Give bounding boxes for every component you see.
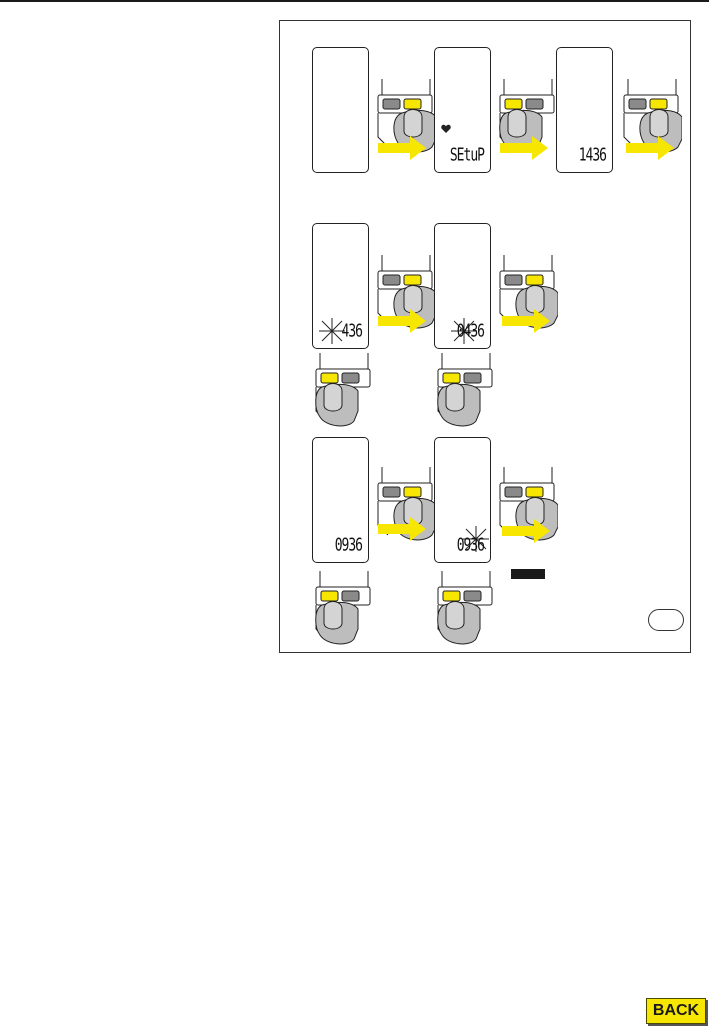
arrow-right-icon [378, 517, 426, 541]
hand-pressing-button-icon [312, 569, 374, 649]
lcd-readout-minute-blink: 0936 [435, 536, 484, 556]
arrow-right-icon [378, 136, 426, 160]
back-button[interactable]: BACK [646, 998, 706, 1024]
oval-badge [648, 609, 684, 631]
lcd-readout-time: 1436 [557, 146, 606, 166]
hand-pressing-button-icon [312, 351, 374, 431]
lcd-screen-blank [312, 47, 369, 173]
redacted-label-block [511, 569, 545, 579]
lcd-readout-time-set: 0936 [313, 536, 362, 556]
lcd-screen-minute-blink: 0936 [434, 437, 491, 563]
arrow-right-icon [502, 519, 550, 543]
heart-icon [441, 124, 451, 134]
lcd-screen-hour-blink-2: 0436 [434, 223, 491, 349]
arrow-right-icon [378, 309, 426, 333]
arrow-right-icon [502, 309, 550, 333]
lcd-readout-hour-blink-2: 0436 [435, 322, 484, 342]
top-rule [0, 0, 709, 2]
instruction-panel: SEtuP 1436 436 [279, 20, 691, 653]
lcd-screen-time-set: 0936 [312, 437, 369, 563]
lcd-readout-hour-blink: 436 [313, 322, 362, 342]
lcd-screen-hour-blink: 436 [312, 223, 369, 349]
lcd-screen-time: 1436 [556, 47, 613, 173]
lcd-readout-setup: SEtuP [435, 146, 484, 166]
arrow-right-icon [626, 136, 674, 160]
lcd-screen-setup: SEtuP [434, 47, 491, 173]
hand-pressing-button-icon [434, 569, 496, 649]
hand-pressing-button-icon [434, 351, 496, 431]
arrow-right-icon [500, 136, 548, 160]
